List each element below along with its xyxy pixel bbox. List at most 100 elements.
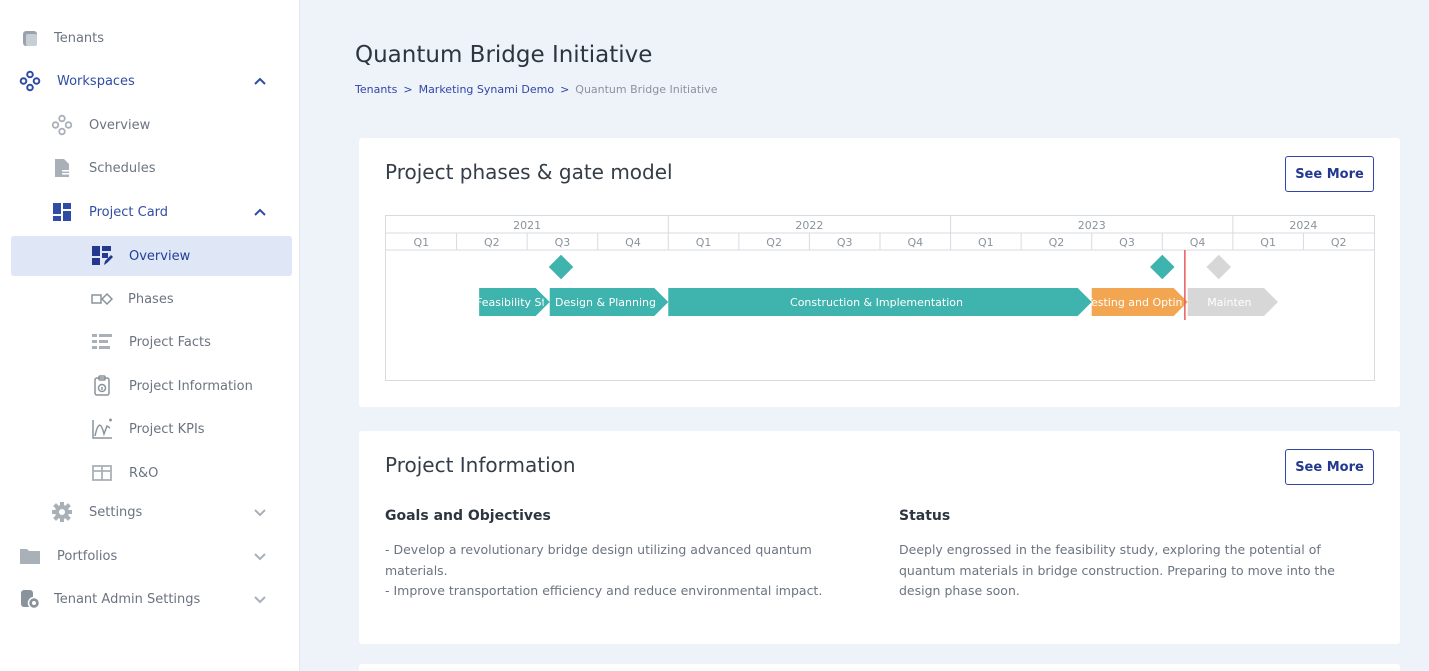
sidebar-item-label: Project Card — [89, 204, 169, 220]
sidebar-item-settings[interactable]: Settings — [11, 493, 292, 531]
sidebar-item-label: Tenants — [54, 30, 105, 46]
breadcrumb-current: Quantum Bridge Initiative — [575, 83, 718, 96]
gantt-gate-diamond — [1205, 253, 1233, 281]
gantt-quarter-label: Q4 — [907, 236, 923, 249]
sidebar-item-project-kpis[interactable]: Project KPIs — [11, 410, 292, 448]
breadcrumb-separator: > — [560, 83, 570, 96]
goals-heading: Goals and Objectives — [385, 508, 551, 524]
gantt-year-label: 2022 — [795, 219, 823, 232]
breadcrumb: Tenants > Marketing Synami Demo > Quantu… — [355, 83, 718, 96]
project-kpis-icon — [91, 418, 113, 440]
gantt-gate-diamond — [1148, 253, 1176, 281]
gantt-phase-bar — [549, 288, 669, 316]
gantt-quarter-label: Q3 — [555, 236, 571, 249]
breadcrumb-separator: > — [403, 83, 413, 96]
goal-item: - Develop a revolutionary bridge design … — [385, 542, 812, 578]
settings-gear-icon — [51, 501, 73, 523]
sidebar-item-schedules[interactable]: Schedules — [11, 149, 292, 187]
sidebar-item-workspaces[interactable]: Workspaces — [11, 62, 292, 100]
sidebar-item-tenant-admin-settings[interactable]: Tenant Admin Settings — [11, 580, 292, 618]
sidebar-item-project-information[interactable]: Project Information — [11, 367, 292, 405]
gantt-year-label: 2023 — [1078, 219, 1106, 232]
gantt-quarter-label: Q2 — [484, 236, 500, 249]
gantt-quarter-label: Q1 — [696, 236, 712, 249]
gantt-phase-label: Testing and Optim — [1085, 296, 1186, 309]
status-heading: Status — [899, 508, 951, 524]
overview-icon — [51, 114, 73, 136]
chevron-up-icon[interactable] — [252, 204, 268, 220]
sidebar-item-overview[interactable]: Overview — [11, 106, 292, 144]
sidebar-item-label: Project Facts — [129, 334, 211, 350]
gantt-phase-bar — [668, 288, 1092, 316]
sidebar-item-label: Settings — [89, 504, 143, 520]
tenant-admin-settings-icon — [19, 588, 41, 610]
gantt-quarter-label: Q4 — [625, 236, 641, 249]
breadcrumb-tenants-link[interactable]: Tenants — [355, 83, 398, 96]
project-phases-card: Project phases & gate model See More 202… — [359, 138, 1400, 407]
phases-icon — [91, 288, 113, 310]
sidebar-item-label: Project Information — [129, 378, 253, 394]
tenants-icon — [19, 27, 41, 49]
see-more-button[interactable]: See More — [1285, 449, 1374, 485]
gantt-phase-label: Design & Planning — [555, 296, 656, 309]
sidebar-item-label: R&O — [129, 465, 159, 481]
sidebar-item-label: Overview — [89, 117, 151, 133]
gantt-quarter-label: Q1 — [978, 236, 994, 249]
gantt-quarter-label: Q1 — [413, 236, 429, 249]
gantt-phase-bar — [1091, 288, 1188, 316]
sidebar-item-tenants[interactable]: Tenants — [11, 19, 292, 57]
project-card-icon — [51, 201, 73, 223]
chevron-down-icon[interactable] — [252, 548, 268, 564]
gantt-year-label: 2021 — [513, 219, 541, 232]
breadcrumb-workspace-link[interactable]: Marketing Synami Demo — [418, 83, 555, 96]
sidebar-item-label: Overview — [129, 248, 191, 264]
gantt-quarter-label: Q2 — [1331, 236, 1347, 249]
sidebar-item-overview-active[interactable]: Overview — [11, 236, 292, 276]
page-title: Quantum Bridge Initiative — [355, 42, 653, 68]
gantt-quarter-label: Q2 — [766, 236, 782, 249]
schedules-icon — [51, 157, 73, 179]
chevron-down-icon[interactable] — [252, 591, 268, 607]
sidebar-item-label: Portfolios — [57, 548, 118, 564]
sidebar-item-label: Phases — [128, 291, 174, 307]
gantt-quarter-label: Q3 — [1119, 236, 1135, 249]
project-facts-icon — [91, 331, 113, 353]
sidebar-item-r-and-o[interactable]: R&O — [11, 454, 292, 492]
overview-dashboard-icon — [91, 245, 113, 267]
gantt-year-label: 2024 — [1289, 219, 1317, 232]
sidebar-item-phases[interactable]: Phases — [11, 280, 292, 318]
next-card — [359, 664, 1400, 671]
see-more-button[interactable]: See More — [1285, 156, 1374, 192]
gantt-quarter-label: Q4 — [1190, 236, 1206, 249]
goal-item: - Improve transportation efficiency and … — [385, 583, 823, 598]
gantt-phase-label: Construction & Implementation — [790, 296, 963, 309]
gantt-phase-label: Mainten — [1207, 296, 1251, 309]
sidebar-item-label: Workspaces — [57, 73, 135, 89]
sidebar-item-project-facts[interactable]: Project Facts — [11, 323, 292, 361]
sidebar-item-label: Schedules — [89, 160, 156, 176]
project-information-icon — [91, 375, 113, 397]
sidebar-item-project-card[interactable]: Project Card — [11, 193, 292, 231]
gantt-phase-label: Feasibility St — [476, 296, 546, 309]
card-title: Project Information — [385, 453, 576, 477]
workspaces-icon — [19, 70, 41, 92]
gantt-phase-bar — [1187, 288, 1279, 316]
sidebar: Tenants Workspaces Overview Schedules Pr… — [0, 0, 300, 671]
gantt-phase-bar — [479, 288, 550, 316]
portfolios-folder-icon — [19, 545, 41, 567]
chevron-down-icon[interactable] — [252, 504, 268, 520]
gantt-quarter-label: Q2 — [1049, 236, 1065, 249]
gantt-quarter-label: Q3 — [837, 236, 853, 249]
chevron-up-icon[interactable] — [252, 73, 268, 89]
sidebar-item-label: Tenant Admin Settings — [54, 591, 201, 607]
card-title: Project phases & gate model — [385, 160, 673, 184]
project-information-card: Project Information See More Goals and O… — [359, 431, 1400, 644]
sidebar-item-label: Project KPIs — [129, 421, 205, 437]
gantt-gate-diamond — [547, 253, 575, 281]
sidebar-item-portfolios[interactable]: Portfolios — [11, 537, 292, 575]
goals-list: - Develop a revolutionary bridge design … — [385, 540, 845, 602]
r-and-o-icon — [91, 462, 113, 484]
gantt-quarter-label: Q1 — [1260, 236, 1276, 249]
